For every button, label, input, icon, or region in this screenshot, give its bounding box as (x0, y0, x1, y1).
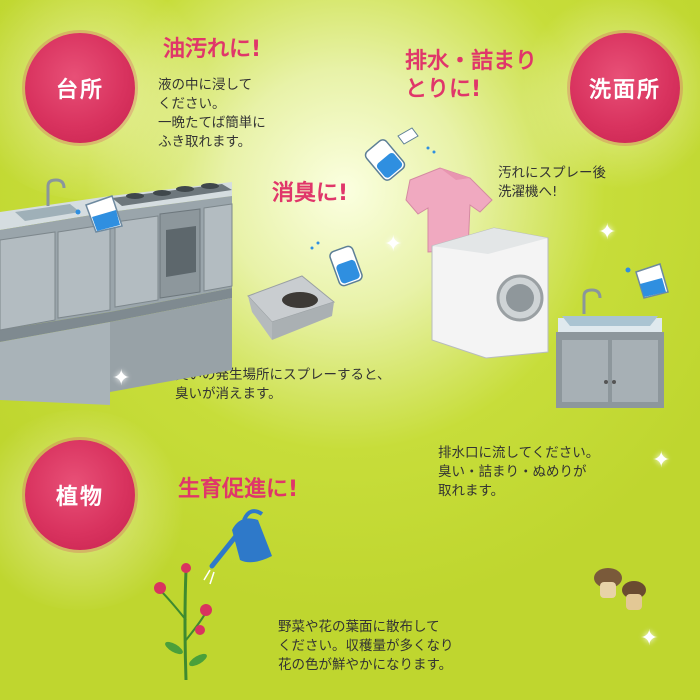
drain-description-line: 臭い・詰まり・ぬめりが (438, 464, 587, 480)
watering-can-icon (203, 509, 272, 585)
spray-bottle-icon (310, 241, 363, 287)
mushroom-illustration (594, 568, 646, 610)
drain-heading-line-1: 排水・詰まり (405, 49, 538, 74)
washroom-badge-label: 洗面所 (588, 78, 661, 103)
shirt-illustration (405, 167, 493, 253)
flower-plant-illustration (154, 563, 212, 681)
washroom-description-line: 洗濯機へ! (498, 184, 558, 200)
washroom-description-line: 汚れにスプレー後 (498, 165, 606, 181)
plants-badge: 植物 (25, 440, 135, 550)
spray-bottle-icon (364, 127, 436, 181)
plants-description-line: ください。収穫量が多くなり (278, 638, 454, 654)
drain-heading-line-2: とりに! (405, 77, 482, 102)
measuring-cup-icon (625, 263, 669, 299)
measuring-cup-icon (75, 195, 123, 233)
plants-description: 野菜や花の葉面に散布して ください。収穫量が多くなり 花の色が鮮やかになります。 (278, 618, 454, 675)
kitchen-badge: 台所 (25, 33, 135, 143)
sparkle-icon: ✦ (652, 448, 671, 473)
kitchen-description: 液の中に浸して ください。 一晩たてば簡単に ふき取れます。 (158, 76, 266, 152)
washroom-badge: 洗面所 (570, 33, 680, 143)
washroom-description: 汚れにスプレー後 洗濯機へ! (498, 164, 606, 202)
drain-heading: 排水・詰まり とりに! (405, 48, 537, 104)
kitchen-description-line: 一晩たてば簡単に (158, 115, 266, 131)
deodorize-description-line: 臭いが消えます。 (175, 386, 282, 402)
wash-basin-illustration (556, 288, 664, 408)
kitchen-counter-illustration (0, 178, 233, 405)
deodorize-heading: 消臭に! (272, 181, 349, 206)
plants-badge-label: 植物 (55, 485, 104, 510)
kitchen-description-line: ください。 (158, 96, 226, 112)
kitchen-description-line: ふき取れます。 (158, 134, 252, 150)
kitchen-description-line: 液の中に浸して (158, 77, 253, 93)
kitchen-heading: 油汚れに! (163, 37, 262, 62)
sparkle-icon: ✦ (598, 220, 617, 245)
drain-description: 排水口に流してください。 臭い・詰まり・ぬめりが 取れます。 (438, 444, 599, 501)
sink-strainer-illustration (247, 275, 336, 340)
sparkle-icon: ✦ (640, 626, 659, 651)
deodorize-description-line: 臭いの発生場所にスプレーすると、 (175, 367, 391, 383)
deodorize-description: 臭いの発生場所にスプレーすると、 臭いが消えます。 (175, 366, 390, 404)
sparkle-icon: ✦ (112, 366, 131, 391)
plants-heading: 生育促進に! (178, 477, 299, 502)
drain-description-line: 排水口に流してください。 (438, 445, 600, 461)
drain-description-line: 取れます。 (438, 483, 505, 499)
sparkle-icon: ✦ (384, 232, 403, 257)
plants-description-line: 花の色が鮮やかになります。 (278, 657, 453, 673)
kitchen-badge-label: 台所 (55, 78, 104, 103)
washing-machine-illustration (431, 227, 549, 359)
plants-description-line: 野菜や花の葉面に散布して (278, 619, 440, 635)
